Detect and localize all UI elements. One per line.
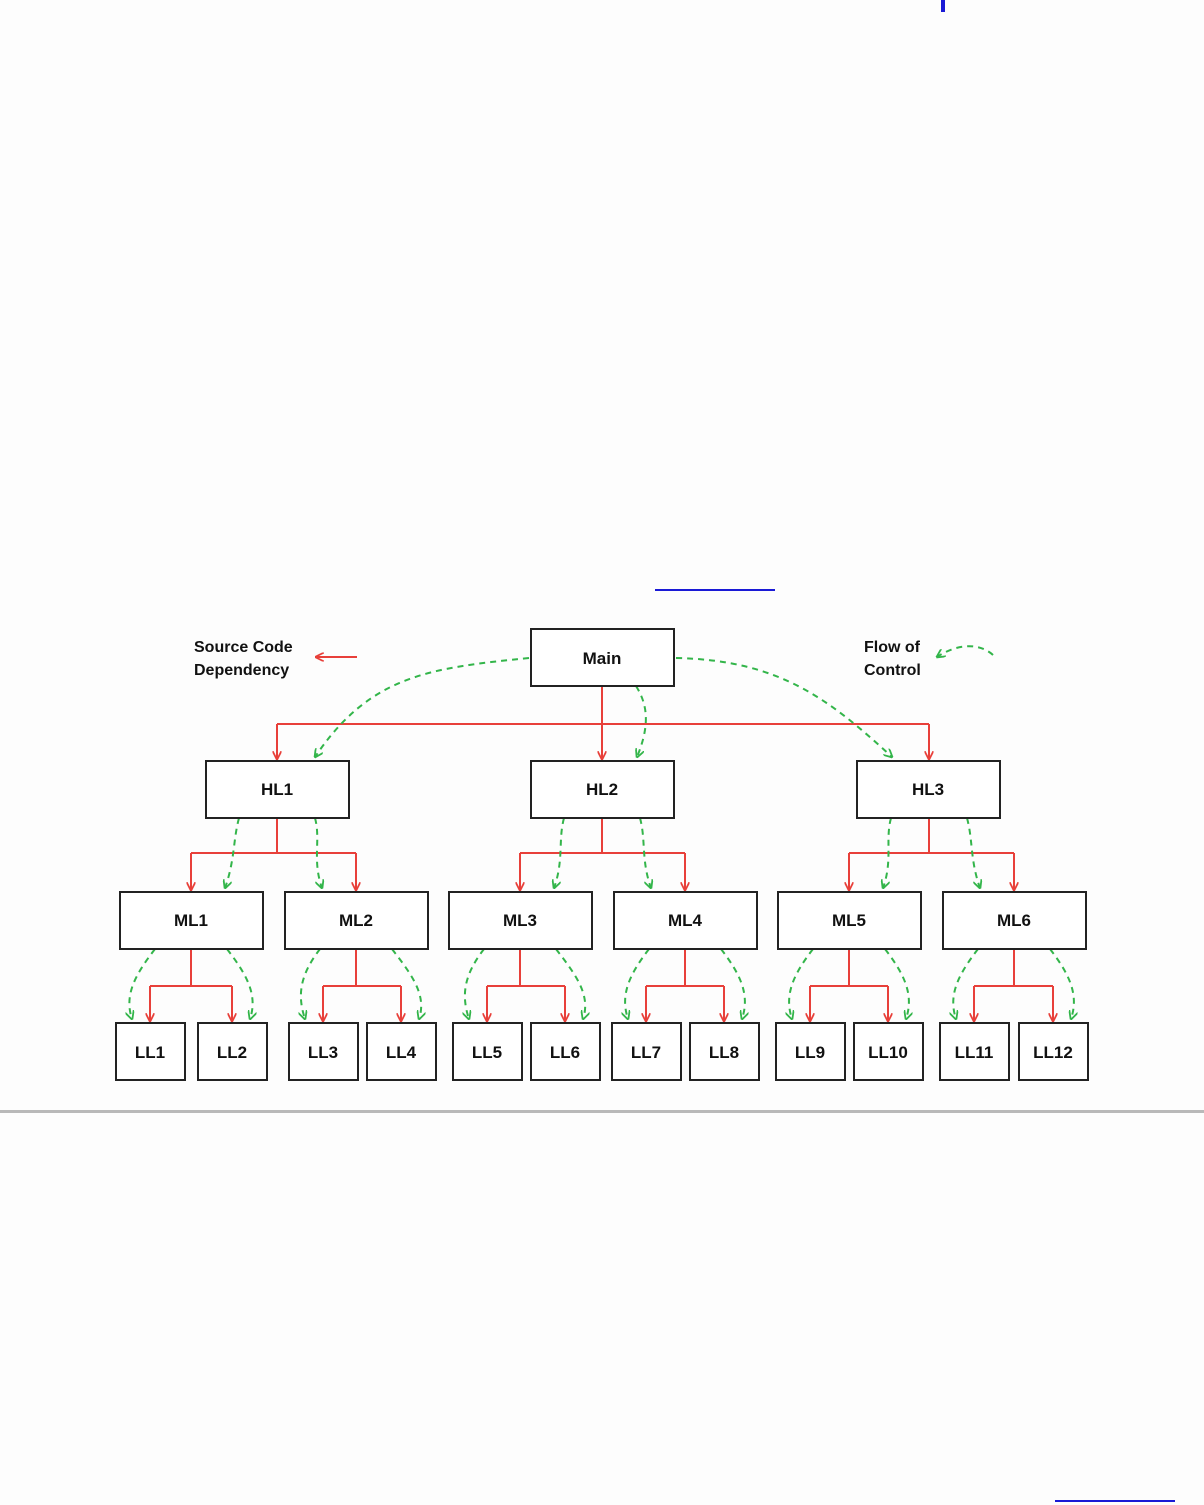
flow-arrow bbox=[391, 948, 421, 1019]
horizontal-divider bbox=[0, 1110, 1204, 1113]
flow-arrow bbox=[315, 657, 530, 757]
node-ml5-label: ML5 bbox=[832, 911, 866, 930]
node-ll3-label: LL3 bbox=[308, 1043, 338, 1062]
node-ll9-label: LL9 bbox=[795, 1043, 825, 1062]
legend-flow: Flow of Control bbox=[864, 639, 994, 679]
flow-arrow bbox=[884, 948, 909, 1019]
flow-arrow bbox=[953, 948, 979, 1019]
node-ll4: LL4 bbox=[366, 1022, 437, 1081]
node-ml1: ML1 bbox=[119, 891, 264, 950]
node-ll4-label: LL4 bbox=[386, 1043, 417, 1062]
flow-arrow bbox=[639, 817, 651, 888]
legend-green-arrow bbox=[937, 645, 994, 657]
node-ll1: LL1 bbox=[115, 1022, 186, 1081]
flow-arrow bbox=[225, 817, 240, 888]
figure-reference-link[interactable] bbox=[655, 589, 775, 591]
top-link-mark[interactable] bbox=[941, 0, 945, 12]
flow-arrow bbox=[555, 948, 585, 1019]
node-ll6: LL6 bbox=[530, 1022, 601, 1081]
node-ml4: ML4 bbox=[613, 891, 758, 950]
flow-arrow bbox=[129, 948, 156, 1019]
node-ml1-label: ML1 bbox=[174, 911, 208, 930]
flow-edges bbox=[129, 657, 1074, 1019]
node-ll10: LL10 bbox=[853, 1022, 924, 1081]
node-ml5: ML5 bbox=[777, 891, 922, 950]
node-ll8-label: LL8 bbox=[709, 1043, 739, 1062]
node-main: Main bbox=[530, 628, 675, 687]
flow-arrow bbox=[625, 948, 650, 1019]
dependency-edges bbox=[150, 686, 1053, 1021]
node-ll9: LL9 bbox=[775, 1022, 846, 1081]
node-ll2-label: LL2 bbox=[217, 1043, 247, 1062]
legend-flow-line1: Flow of bbox=[864, 639, 921, 656]
node-hl2-label: HL2 bbox=[586, 780, 618, 799]
node-hl3: HL3 bbox=[856, 760, 1001, 819]
node-ml3: ML3 bbox=[448, 891, 593, 950]
node-ll11-label: LL11 bbox=[955, 1043, 994, 1062]
flow-arrow bbox=[1049, 948, 1074, 1019]
legend-dependency-line2: Dependency bbox=[194, 662, 289, 679]
node-ml2-label: ML2 bbox=[339, 911, 373, 930]
node-ll2: LL2 bbox=[197, 1022, 268, 1081]
flow-arrow bbox=[636, 685, 647, 757]
node-ml6-label: ML6 bbox=[997, 911, 1031, 930]
node-ml6: ML6 bbox=[942, 891, 1087, 950]
node-layer: Main HL1 HL2 HL3 ML1 ML2 ML3 ML4 bbox=[115, 628, 1089, 1081]
node-ll10-label: LL10 bbox=[868, 1043, 908, 1062]
dependency-diagram: Source Code Dependency Flow of Control M… bbox=[115, 628, 1089, 1081]
node-ll12-label: LL12 bbox=[1033, 1043, 1073, 1062]
node-ml3-label: ML3 bbox=[503, 911, 537, 930]
flow-arrow bbox=[966, 817, 980, 888]
node-ll8: LL8 bbox=[689, 1022, 760, 1081]
flow-arrow bbox=[789, 948, 814, 1019]
flow-arrow bbox=[465, 948, 485, 1019]
flow-arrow bbox=[554, 817, 565, 888]
node-hl3-label: HL3 bbox=[912, 780, 944, 799]
node-ml2: ML2 bbox=[284, 891, 429, 950]
flow-arrow bbox=[301, 948, 321, 1019]
flow-arrow bbox=[675, 657, 892, 757]
flow-arrow bbox=[720, 948, 745, 1019]
legend-dependency: Source Code Dependency bbox=[194, 639, 357, 679]
node-hl2: HL2 bbox=[530, 760, 675, 819]
node-ll12: LL12 bbox=[1018, 1022, 1089, 1081]
page-reference-link[interactable] bbox=[1055, 1500, 1175, 1502]
node-main-label: Main bbox=[583, 649, 622, 668]
node-ll5-label: LL5 bbox=[472, 1043, 502, 1062]
flow-arrow bbox=[226, 948, 253, 1019]
node-ll5: LL5 bbox=[452, 1022, 523, 1081]
legend-dependency-line1: Source Code bbox=[194, 639, 293, 656]
node-ll7-label: LL7 bbox=[631, 1043, 661, 1062]
node-ll3: LL3 bbox=[288, 1022, 359, 1081]
node-ll6-label: LL6 bbox=[550, 1043, 580, 1062]
node-hl1: HL1 bbox=[205, 760, 350, 819]
node-ll1-label: LL1 bbox=[135, 1043, 165, 1062]
node-ml4-label: ML4 bbox=[668, 911, 703, 930]
node-hl1-label: HL1 bbox=[261, 780, 293, 799]
node-ll11: LL11 bbox=[939, 1022, 1010, 1081]
node-ll7: LL7 bbox=[611, 1022, 682, 1081]
legend-flow-line2: Control bbox=[864, 662, 921, 679]
